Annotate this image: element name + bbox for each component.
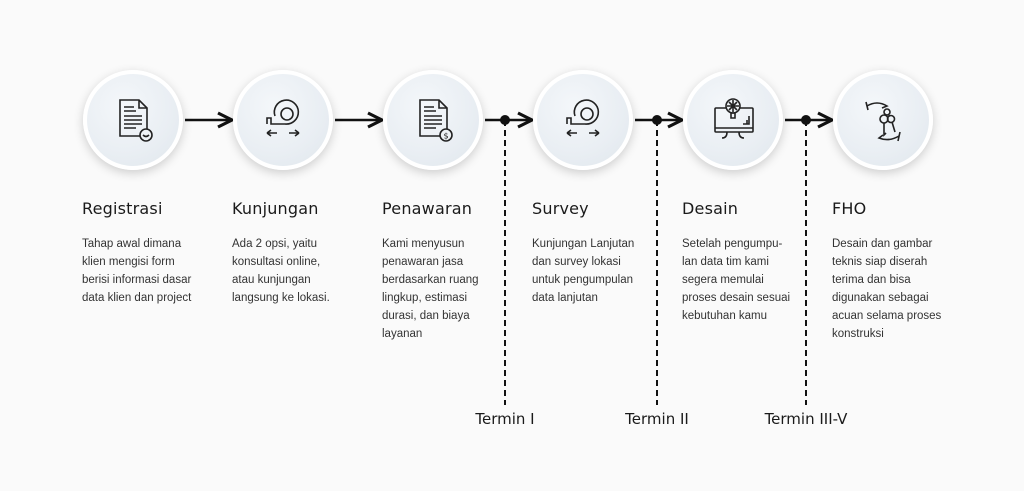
step-desc-desain: Setelah pengumpu-lan data tim kami seger… (682, 238, 791, 322)
monitor-idea-icon (714, 98, 754, 139)
step-desain-circle (683, 70, 783, 170)
step-desc-penawaran: Kami menyusun penawaran jasa berdasarkan… (382, 238, 479, 340)
step-survey-circle (533, 70, 633, 170)
step-registrasi-circle (83, 70, 183, 170)
step-title-registrasi: Registrasi (82, 199, 163, 218)
step-title-fho: FHO (832, 199, 867, 218)
termin-3-label: Termin III-V (764, 410, 848, 428)
step-title-kunjungan: Kunjungan (232, 199, 319, 218)
termin-2-dot (652, 115, 662, 125)
key-handover-icon (865, 101, 901, 142)
step-title-desain: Desain (682, 199, 739, 218)
termin-2-label: Termin II (625, 410, 689, 428)
step-kunjungan-circle (233, 70, 333, 170)
step-desc-survey: Kunjungan Lanjutan dan survey lokasi unt… (532, 238, 635, 304)
step-desc-registrasi: Tahap awal dimana klien mengisi form ber… (82, 238, 192, 304)
measuring-tape-icon (566, 99, 600, 137)
document-dollar-icon: $ (419, 99, 453, 142)
measuring-tape-icon (266, 99, 300, 137)
svg-text:$: $ (443, 132, 448, 141)
step-title-penawaran: Penawaran (382, 199, 473, 218)
document-check-icon (119, 99, 153, 142)
termin-1-label: Termin I (475, 410, 535, 428)
step-penawaran-circle: $ (383, 70, 483, 170)
step-title-survey: Survey (532, 199, 589, 218)
step-desc-fho: Desain dan gambar teknis siap diserah te… (832, 238, 942, 340)
step-fho-circle (833, 70, 933, 170)
step-desc-kunjungan: Ada 2 opsi, yaitu konsultasi online, ata… (232, 238, 330, 304)
termin-3-dot (801, 115, 811, 125)
termin-1-dot (500, 115, 510, 125)
